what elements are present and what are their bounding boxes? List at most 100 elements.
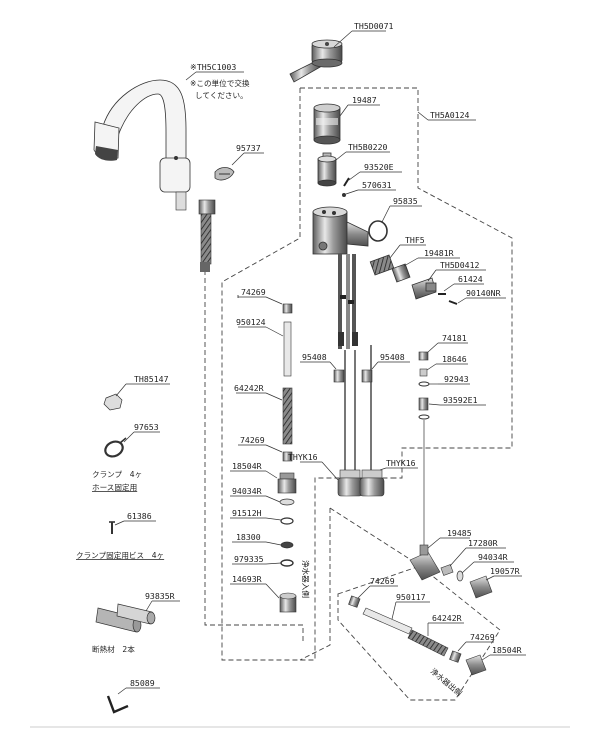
label-18300: 18300 [236,532,261,542]
clamp-note-2: ホース固定用 [92,482,137,492]
oring-91512h [280,517,294,525]
screw-note: クランプ固定用ビス 4ヶ [76,550,164,560]
label-19057r: 19057R [490,566,520,576]
label-92943: 92943 [444,374,469,384]
oring-979335 [280,559,294,567]
tee-19485 [409,544,441,581]
label-74269-b: 74269 [240,435,265,445]
label-handle: TH5D0071 [354,21,394,31]
label-950124: 950124 [236,317,266,327]
fitting-18504r-a [277,472,297,494]
label-95408-a: 95408 [302,352,327,362]
label-61386: 61386 [127,511,152,521]
label-74269-d: 74269 [470,632,495,642]
pin-570631 [342,193,346,197]
label-85089: 85089 [130,678,155,688]
purifier-out-label: 浄水器出側 [429,666,465,698]
outlet-outline [337,565,501,701]
nut-19481r [391,263,411,283]
label-th5d0412: TH5D0412 [440,260,480,270]
label-94034r-a: 94034R [232,486,262,496]
clamp-note-1: クランプ 4ヶ [92,470,142,479]
hex-key-85089 [106,695,129,714]
label-17280r: 17280R [468,538,498,548]
label-64242r-a: 64242R [234,383,264,393]
nut-95408-a [333,369,345,383]
insul-note: 断熱材 2本 [92,644,135,654]
label-95835: 95835 [393,196,418,206]
part-17280r [440,564,454,576]
washer-94034r-b [456,570,464,582]
label-90140nr: 90140NR [466,288,501,298]
screw-90140nr [448,300,458,305]
fitting-18504r-b [465,654,487,676]
washer-94034r-a [279,498,295,506]
label-thyk16-a: THYK16 [288,452,318,462]
label-93520e: 93520E [364,162,394,172]
washer-18300 [280,541,294,549]
oring-95835 [368,220,388,242]
supply-hoses [338,254,358,349]
spring-64242r-a [282,387,293,445]
part-74181 [418,351,429,361]
nut-14693r [279,592,297,613]
label-95408-b: 95408 [380,352,405,362]
pipe-950117 [362,607,413,635]
clamp-97653 [104,437,127,458]
label-th85147: TH85147 [134,374,169,384]
label-18504r-b: 18504R [492,645,522,655]
label-94034r-b: 94034R [478,552,508,562]
nut-74269-c [348,595,361,608]
label-19487: 19487 [352,95,377,105]
label-93592e1: 93592E1 [443,395,478,405]
screw-93520e [343,177,350,187]
label-thf5: THF5 [405,235,425,245]
label-spout: ※TH5C1003 [190,62,236,72]
part-93592e1 [418,397,430,420]
nut-95408-b [361,369,373,383]
nut-74269-a [282,303,293,314]
cartridge [317,152,337,187]
purifier-in-label: 浄水器入側 [301,560,311,598]
nut-74269-d [449,650,462,663]
label-18504r-a: 18504R [232,461,262,471]
label-74181: 74181 [442,333,467,343]
spout [93,79,191,193]
part-92943 [418,381,430,387]
label-950117: 950117 [396,592,426,602]
label-14693r: 14693R [232,574,262,584]
label-64242r-b: 64242R [432,613,462,623]
clip-95737 [214,167,235,181]
handle-lever [289,39,343,83]
label-570631: 570631 [362,180,392,190]
valve-thyk16-a [337,469,363,497]
body-set-outline-left [221,88,392,661]
fitting-19057r [469,575,493,599]
label-61424: 61424 [458,274,483,284]
label-19481r: 19481R [424,248,454,258]
part-th85147 [103,393,123,411]
faucet-body [312,206,369,255]
cartridge-cap [313,103,341,145]
screw-61386 [109,521,115,534]
label-th5b0220: TH5B0220 [348,142,388,152]
hose-route-b [299,507,409,661]
label-93835r: 93835R [145,591,175,601]
label-19485: 19485 [447,528,472,538]
insulation-93835r [95,603,156,633]
spout-hose [175,191,216,272]
spout-note-2: してください。 [195,91,248,100]
label-91512h: 91512H [232,508,262,518]
hose-route-a [204,270,304,643]
label-thyk16-b: THYK16 [386,458,416,468]
label-74269-c: 74269 [370,576,395,586]
spout-note-1: ※この単位で交換 [190,78,250,88]
nut-74269-b [282,451,293,462]
label-95737: 95737 [236,143,261,153]
long-hoses [344,345,372,470]
part-18646 [419,368,428,377]
valve-thyk16-b [359,469,385,497]
spring-64242r-b [407,629,449,657]
label-74269-a: 74269 [241,287,266,297]
